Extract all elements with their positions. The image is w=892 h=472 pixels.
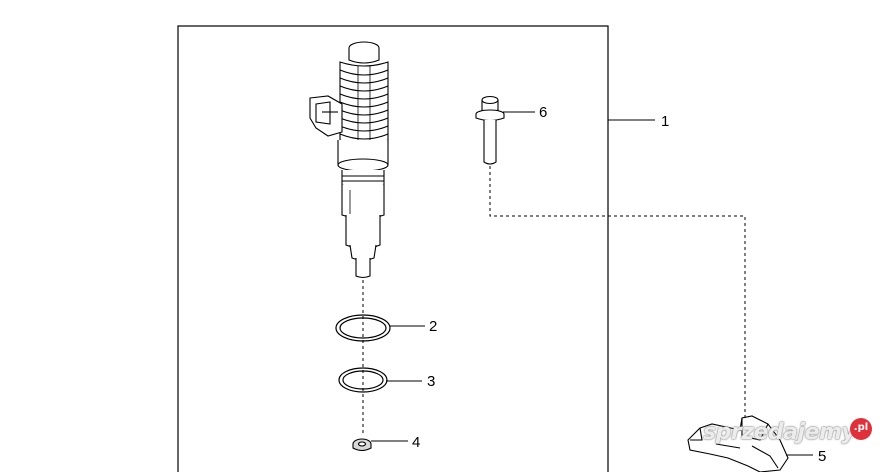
callout-6: 6 <box>539 104 547 121</box>
dashed-link-bolt-clamp <box>489 166 746 420</box>
seal-ring-part-2 <box>335 314 391 342</box>
seal-ring-part-3 <box>338 367 388 393</box>
callout-5: 5 <box>818 448 826 465</box>
callout-2: 2 <box>429 318 437 335</box>
kit-frame <box>177 25 609 472</box>
watermark-text: sprzedajemy <box>703 420 856 445</box>
bolt-part-6 <box>475 95 505 165</box>
watermark-badge: .pl <box>850 418 872 440</box>
clamp-part-5 <box>687 415 789 472</box>
callout-4: 4 <box>412 434 420 451</box>
callout-3: 3 <box>427 373 435 390</box>
injector-part <box>309 41 389 279</box>
callout-1: 1 <box>661 113 669 130</box>
washer-part-4 <box>352 438 372 452</box>
